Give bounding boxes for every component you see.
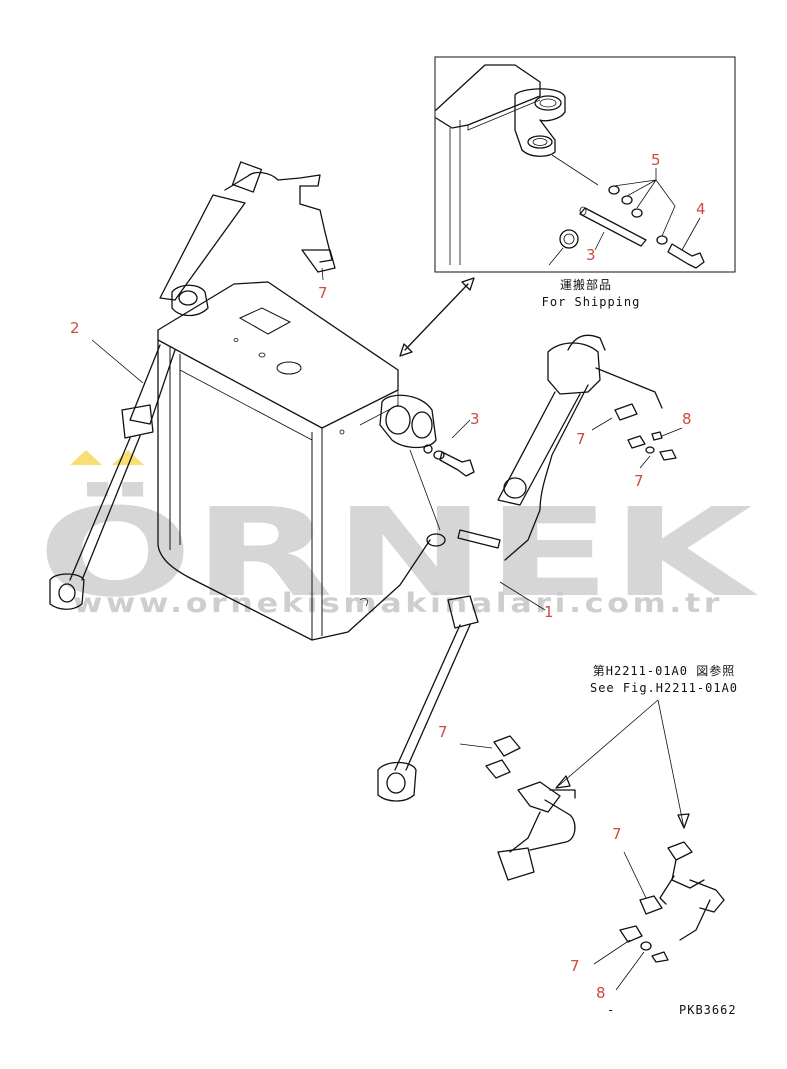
cylinder-1-head [547,342,601,395]
cylinder-2-rod [69,435,141,581]
inset-pin [579,207,647,247]
inset-link-arrow [399,277,475,357]
reference-en: See Fig.H2211-01A0 [590,681,738,695]
cylinder-1-eye [377,761,417,802]
cab-body [157,281,431,641]
cylinder-1: 1 7 7 8 [377,334,692,802]
watermark-accent-right [112,450,144,465]
cylinder-2: 2 7 [49,161,336,610]
inset-bushing [559,229,579,249]
inset-washer-3 [631,208,643,218]
callout-4: 3 [586,246,596,264]
callout-7-lower-right: 7 [612,825,622,843]
footer: - PKB3662 [607,1003,737,1017]
callout-1: 1 [544,603,554,621]
callout-7-bottom: 7 [570,957,580,975]
cylinder-2-tube [159,194,246,301]
cylinder-2-eye [49,573,85,610]
cylinder-1-rod [394,624,471,771]
inset-caption-jp: 運搬部品 [560,277,612,292]
cylinder-1-pipe [504,384,589,561]
callout-5: 4 [696,200,706,218]
shipping-inset: 5 4 3 運搬部品 For Shipping [434,56,736,309]
footer-dash: - [607,1003,615,1017]
watermark-accent-left [70,450,102,465]
cab-walls [157,339,431,641]
inset-washer-1 [608,185,620,195]
watermark-url: www.ornekismakinalari.com.tr [73,588,723,619]
reference-jp: 第H2211-01A0 図参照 [593,663,735,678]
cab-pin-bracket [379,394,446,547]
pipe-assembly-lower-right: 7 7 8 [570,825,725,1002]
cab-roof [157,281,399,429]
callout-7-mid-right: 7 [634,472,644,490]
reference-note: 第H2211-01A0 図参照 See Fig.H2211-01A0 [555,663,738,829]
callout-6: 5 [651,151,661,169]
callout-8-upper: 8 [682,410,692,428]
cylinder-2-head [171,284,209,317]
watermark: ÖRNEK www.ornekismakinalari.com.tr [38,450,759,624]
callout-7-mid-left: 7 [576,430,586,448]
inset-bolt [667,243,705,269]
inset-washer-2 [621,195,633,205]
cylinder-2-pipe [224,171,321,191]
inset-roof [435,64,541,129]
inset-caption-en: For Shipping [542,295,641,309]
callout-8-bottom: 8 [596,984,606,1002]
pipe-assembly-lower-left: 7 [438,723,576,881]
callout-2: 2 [70,319,80,337]
callout-7-upper-left: 7 [318,284,328,302]
inset-bracket [514,88,566,157]
inset-washer-4 [656,235,668,245]
drawing-code: PKB3662 [679,1003,737,1017]
callout-7-lower-left: 7 [438,723,448,741]
bolt-3: 3 [423,410,480,477]
inset-frame [434,56,736,273]
callout-3: 3 [470,410,480,428]
